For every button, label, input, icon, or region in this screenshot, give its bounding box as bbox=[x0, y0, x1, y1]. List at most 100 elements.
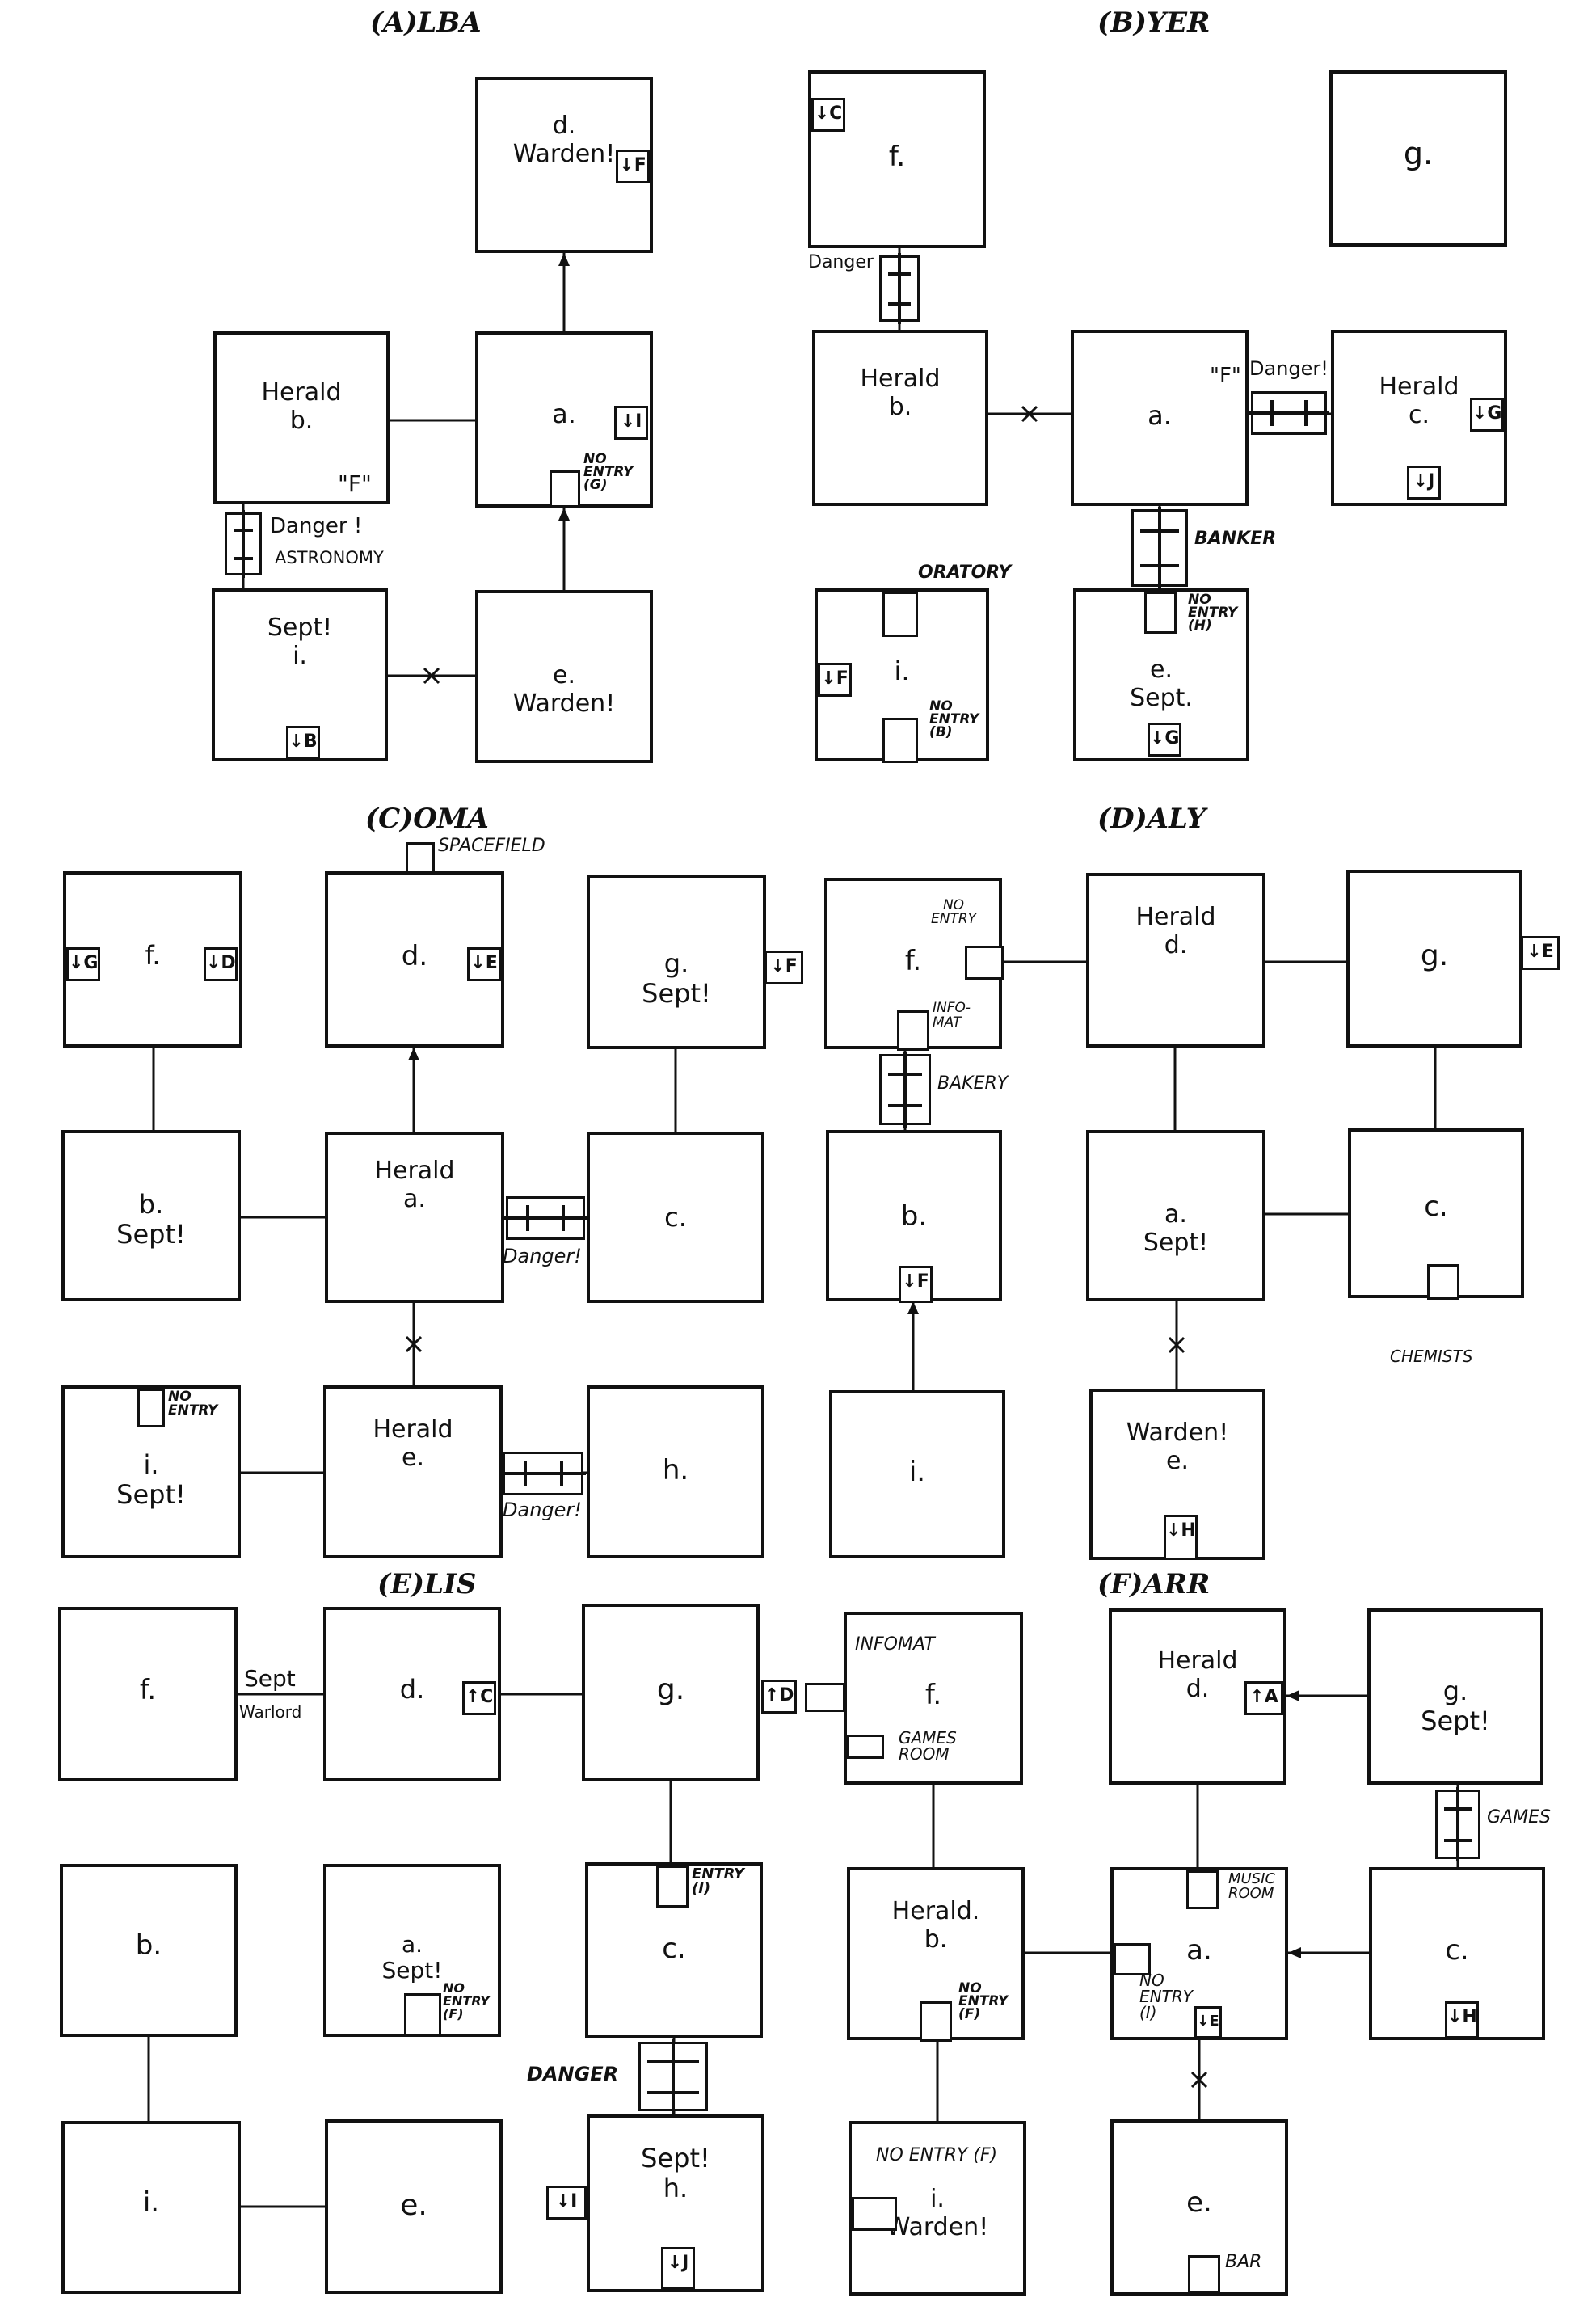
blocked-mark bbox=[423, 667, 440, 685]
room-b-e: e. Sept. ↓G bbox=[1073, 588, 1249, 761]
room-a-e: e. Warden! bbox=[475, 590, 653, 763]
room-label: i. Warden! bbox=[886, 2185, 989, 2241]
blocked-mark bbox=[1168, 1336, 1185, 1354]
room-f-f: f. bbox=[844, 1612, 1023, 1785]
room-label: a. bbox=[1186, 1934, 1212, 1967]
note-danger: Danger! bbox=[1249, 357, 1329, 380]
arrowhead bbox=[408, 1048, 419, 1060]
room-label: d. Warden! bbox=[512, 112, 616, 168]
room-label: Warden! e. bbox=[1126, 1419, 1229, 1475]
room-b-c: Herald c. ↓G ↓J bbox=[1331, 330, 1507, 506]
blocked-mark bbox=[1021, 405, 1038, 423]
room-c-e: Herald e. bbox=[323, 1385, 503, 1558]
note-no-entry: NO ENTRY bbox=[168, 1389, 218, 1419]
lift-tag: ↓I bbox=[546, 2186, 587, 2220]
door bbox=[882, 718, 918, 763]
lift-b-banker bbox=[1131, 507, 1188, 589]
note-banker: BANKER bbox=[1194, 529, 1277, 549]
note-infomat: INFOMAT bbox=[855, 1634, 935, 1655]
room-b-g: g. bbox=[1329, 70, 1507, 247]
room-b-b: Herald b. bbox=[812, 330, 988, 506]
door bbox=[1144, 592, 1177, 634]
note-warlord: Warlord bbox=[239, 1702, 302, 1722]
lift-tag: ↓G bbox=[1148, 723, 1181, 757]
lift-d-bakery bbox=[879, 1052, 931, 1128]
room-d-g: g. bbox=[1346, 870, 1522, 1048]
room-b-a: a. "F" bbox=[1071, 330, 1249, 506]
room-e-i: i. bbox=[61, 2121, 241, 2294]
lift-tag: ↓J bbox=[661, 2247, 695, 2289]
lift-tag: ↓G bbox=[1470, 398, 1504, 432]
note-danger: Danger! bbox=[503, 1499, 582, 1521]
room-f-e: e. bbox=[1110, 2119, 1288, 2296]
room-label: b. bbox=[900, 1200, 928, 1233]
room-c-g: g. Sept! bbox=[587, 875, 766, 1049]
room-c-d: d. ↓E bbox=[325, 871, 504, 1048]
room-d-d: Herald d. bbox=[1086, 873, 1265, 1048]
lift-tag: ↓C bbox=[811, 98, 845, 132]
room-f-b: Herald. b. bbox=[847, 1867, 1025, 2042]
door bbox=[920, 2001, 952, 2042]
room-label: g. Sept! bbox=[642, 948, 711, 1009]
room-c-h: h. bbox=[587, 1385, 764, 1558]
room-e-d: d. ↑C bbox=[323, 1607, 501, 1781]
room-c-f: f. ↓G ↓D bbox=[63, 871, 242, 1048]
room-f-a: a. ↓E bbox=[1110, 1867, 1288, 2040]
room-e-f: f. bbox=[58, 1607, 238, 1781]
lift-tag: ↓G bbox=[66, 947, 100, 981]
lift-tag: ↓I bbox=[614, 406, 648, 440]
door bbox=[897, 1010, 929, 1051]
note-no-entry: NO ENTRY (F) bbox=[958, 1980, 1009, 2022]
door bbox=[656, 1866, 689, 1908]
door bbox=[406, 842, 435, 873]
lift-b-danger2 bbox=[1249, 391, 1329, 435]
room-b-f: f. ↓C bbox=[808, 70, 986, 248]
blocked-mark bbox=[405, 1335, 423, 1353]
lift-tag: ↑C bbox=[462, 1681, 496, 1715]
room-label: b. Sept! bbox=[116, 1189, 186, 1250]
lift-tag: ↑D bbox=[761, 1680, 797, 1714]
note-games: GAMES bbox=[1487, 1807, 1551, 1828]
door bbox=[805, 1683, 845, 1712]
room-label: Herald e. bbox=[373, 1415, 453, 1472]
lift-tag: ↓D bbox=[204, 947, 238, 981]
room-label: Herald c. bbox=[1379, 373, 1459, 429]
room-e-h: Sept! h. ↓J bbox=[587, 2114, 764, 2292]
lift-c-danger1 bbox=[503, 1196, 587, 1240]
room-d-b: b. ↓F bbox=[826, 1130, 1002, 1303]
room-e-c: c. bbox=[585, 1862, 763, 2038]
lift-tag: ↓F bbox=[818, 663, 852, 697]
note-no-entry: NO ENTRY (F) bbox=[876, 2145, 998, 2165]
room-a-d: d. Warden! ↓F bbox=[475, 77, 653, 253]
note-no-entry: NO ENTRY (H) bbox=[1188, 592, 1238, 634]
section-title-f: (F)ARR bbox=[1097, 1568, 1211, 1600]
room-e-a: a. Sept! bbox=[323, 1864, 501, 2037]
room-a-a: a. ↓I bbox=[475, 331, 653, 508]
room-f-i: i. Warden! bbox=[849, 2121, 1026, 2296]
lift-tag: ↓E bbox=[1194, 2006, 1222, 2038]
note-bar: BAR bbox=[1225, 2252, 1262, 2272]
lift-tag: ↓J bbox=[1407, 466, 1441, 500]
room-label: Herald d. bbox=[1157, 1646, 1238, 1703]
note-music-room: MUSIC ROOM bbox=[1228, 1870, 1276, 1902]
lift-tag: ↓F bbox=[616, 150, 650, 183]
note-infomat: INFO- MAT bbox=[933, 1000, 971, 1031]
room-label: i. Sept! bbox=[116, 1449, 186, 1510]
lift-a-danger bbox=[225, 510, 262, 578]
room-f-c: c. ↓H bbox=[1369, 1867, 1545, 2040]
room-label: d. bbox=[399, 1674, 425, 1705]
room-label: d. bbox=[401, 940, 428, 972]
note-astronomy: ASTRONOMY bbox=[275, 548, 384, 567]
section-title-d: (D)ALY bbox=[1097, 803, 1206, 835]
note-oratory: ORATORY bbox=[918, 563, 1012, 583]
room-label: f. bbox=[924, 1679, 942, 1711]
room-label: g. bbox=[1403, 136, 1434, 171]
note-danger: Danger bbox=[808, 252, 874, 272]
room-a-b: Herald b. "F" bbox=[213, 331, 390, 504]
door bbox=[1427, 1264, 1459, 1300]
door bbox=[882, 592, 918, 637]
room-d-i: i. bbox=[829, 1390, 1005, 1558]
room-label: e. bbox=[1186, 2186, 1212, 2219]
lift-tag: ↑A bbox=[1244, 1681, 1283, 1715]
